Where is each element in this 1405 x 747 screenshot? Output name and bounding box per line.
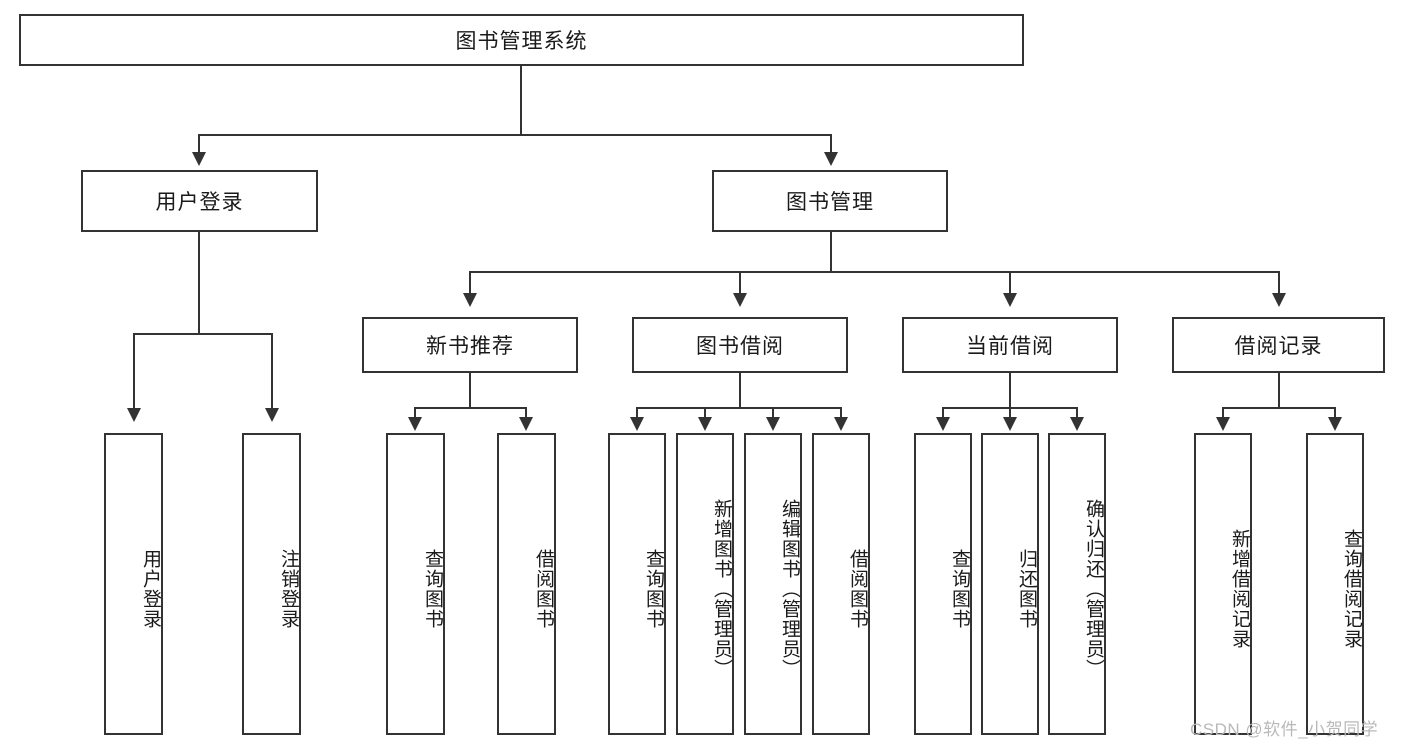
csdn-watermark: CSDN @软件_小贺同学 <box>1190 720 1379 739</box>
node-label: 用户登录 <box>155 191 244 214</box>
leaf-confirm-return[interactable]: 确认归还（管理员） <box>1048 433 1106 735</box>
node-current-borrow[interactable]: 当前借阅 <box>902 317 1118 373</box>
leaf-return-book[interactable]: 归还图书 <box>981 433 1039 735</box>
edge-bb-drop-2 <box>704 407 706 419</box>
leaf-add-book[interactable]: 新增图书（管理员） <box>676 433 734 735</box>
edge-nbr-drop-1 <box>414 407 416 419</box>
node-user-login[interactable]: 用户登录 <box>81 170 318 232</box>
node-label: 确认归还（管理员） <box>1083 499 1104 679</box>
node-label: 查询图书 <box>949 549 970 629</box>
node-borrow-record[interactable]: 借阅记录 <box>1172 317 1385 373</box>
node-label: 图书管理 <box>786 191 874 214</box>
leaf-query-book-3[interactable]: 查询图书 <box>914 433 972 735</box>
arrow-to-user-login <box>192 152 206 166</box>
edge-user-login-drop-1 <box>133 333 135 410</box>
node-label: 新书推荐 <box>426 335 514 358</box>
node-book-management[interactable]: 图书管理 <box>712 170 948 232</box>
edge-br-drop-1 <box>1222 407 1224 419</box>
node-label: 借阅图书 <box>533 549 554 629</box>
leaf-query-book-2[interactable]: 查询图书 <box>608 433 666 735</box>
edge-new-book-recommend-stem <box>469 373 471 408</box>
edge-user-login-drop-2 <box>271 333 273 410</box>
edge-root-to-user-login <box>198 134 200 154</box>
edge-bb-drop-3 <box>772 407 774 419</box>
node-new-book-recommend[interactable]: 新书推荐 <box>362 317 578 373</box>
node-label: 查询图书 <box>422 549 443 629</box>
arrow-to-new-book-recommend <box>463 293 477 307</box>
edge-borrow-record-bus <box>1222 407 1336 409</box>
node-label: 编辑图书（管理员） <box>779 499 800 679</box>
edge-to-borrow-record <box>1278 271 1280 295</box>
edge-br-drop-2 <box>1334 407 1336 419</box>
leaf-add-record[interactable]: 新增借阅记录 <box>1194 433 1252 735</box>
edge-root-stem <box>520 66 522 135</box>
arrow-to-leaf-borrow-book-1 <box>519 417 533 431</box>
edge-cb-drop-1 <box>942 407 944 419</box>
node-label: 归还图书 <box>1016 549 1037 629</box>
arrow-to-leaf-query-book-2 <box>630 417 644 431</box>
edge-to-book-borrow <box>739 271 741 295</box>
leaf-borrow-book-1[interactable]: 借阅图书 <box>497 433 556 735</box>
edge-new-book-recommend-bus <box>414 407 527 409</box>
arrow-to-book-borrow <box>733 293 747 307</box>
node-label: 查询借阅记录 <box>1341 529 1362 649</box>
edge-current-borrow-stem <box>1009 373 1011 408</box>
node-label: 新增借阅记录 <box>1229 529 1250 649</box>
arrow-to-leaf-user-logout <box>265 408 279 422</box>
node-label: 新增图书（管理员） <box>711 499 732 679</box>
arrow-to-current-borrow <box>1003 293 1017 307</box>
leaf-borrow-book-2[interactable]: 借阅图书 <box>812 433 870 735</box>
arrow-to-leaf-query-record <box>1328 417 1342 431</box>
arrow-to-leaf-add-book <box>698 417 712 431</box>
node-label: 当前借阅 <box>966 335 1054 358</box>
edge-cb-drop-3 <box>1076 407 1078 419</box>
node-root-system[interactable]: 图书管理系统 <box>19 14 1024 66</box>
node-label: 借阅记录 <box>1234 335 1323 358</box>
arrow-to-leaf-add-record <box>1216 417 1230 431</box>
edge-root-to-book-management <box>830 134 832 154</box>
arrow-to-leaf-borrow-book-2 <box>834 417 848 431</box>
edge-user-login-bus <box>133 333 273 335</box>
node-label: 查询图书 <box>643 549 664 629</box>
edge-bb-drop-1 <box>636 407 638 419</box>
edge-book-borrow-bus <box>636 407 841 409</box>
edge-borrow-record-stem <box>1278 373 1280 408</box>
node-label: 图书管理系统 <box>455 30 588 53</box>
arrow-to-leaf-query-book-1 <box>408 417 422 431</box>
leaf-user-login[interactable]: 用户登录 <box>104 433 163 735</box>
edge-user-login-stem <box>198 232 200 334</box>
edge-to-current-borrow <box>1009 271 1011 295</box>
leaf-query-record[interactable]: 查询借阅记录 <box>1306 433 1364 735</box>
arrow-to-leaf-confirm-return <box>1070 417 1084 431</box>
edge-bb-drop-4 <box>840 407 842 419</box>
edge-to-new-book-recommend <box>469 271 471 295</box>
node-label: 注销登录 <box>278 549 299 629</box>
arrow-to-leaf-edit-book <box>766 417 780 431</box>
edge-root-bus <box>198 134 832 136</box>
edge-book-borrow-stem <box>739 373 741 408</box>
edge-cb-drop-2 <box>1009 407 1011 419</box>
node-label: 借阅图书 <box>847 549 868 629</box>
node-label: 用户登录 <box>140 549 161 629</box>
arrow-to-book-management <box>824 152 838 166</box>
node-label: 图书借阅 <box>696 335 784 358</box>
edge-nbr-drop-2 <box>525 407 527 419</box>
leaf-query-book-1[interactable]: 查询图书 <box>386 433 445 735</box>
leaf-edit-book[interactable]: 编辑图书（管理员） <box>744 433 802 735</box>
arrow-to-leaf-query-book-3 <box>936 417 950 431</box>
edge-book-management-stem <box>830 232 832 272</box>
arrow-to-leaf-return-book <box>1003 417 1017 431</box>
arrow-to-leaf-user-login <box>127 408 141 422</box>
arrow-to-borrow-record <box>1272 293 1286 307</box>
edge-level3-bus <box>469 271 1279 273</box>
node-book-borrow[interactable]: 图书借阅 <box>632 317 848 373</box>
leaf-user-logout[interactable]: 注销登录 <box>242 433 301 735</box>
